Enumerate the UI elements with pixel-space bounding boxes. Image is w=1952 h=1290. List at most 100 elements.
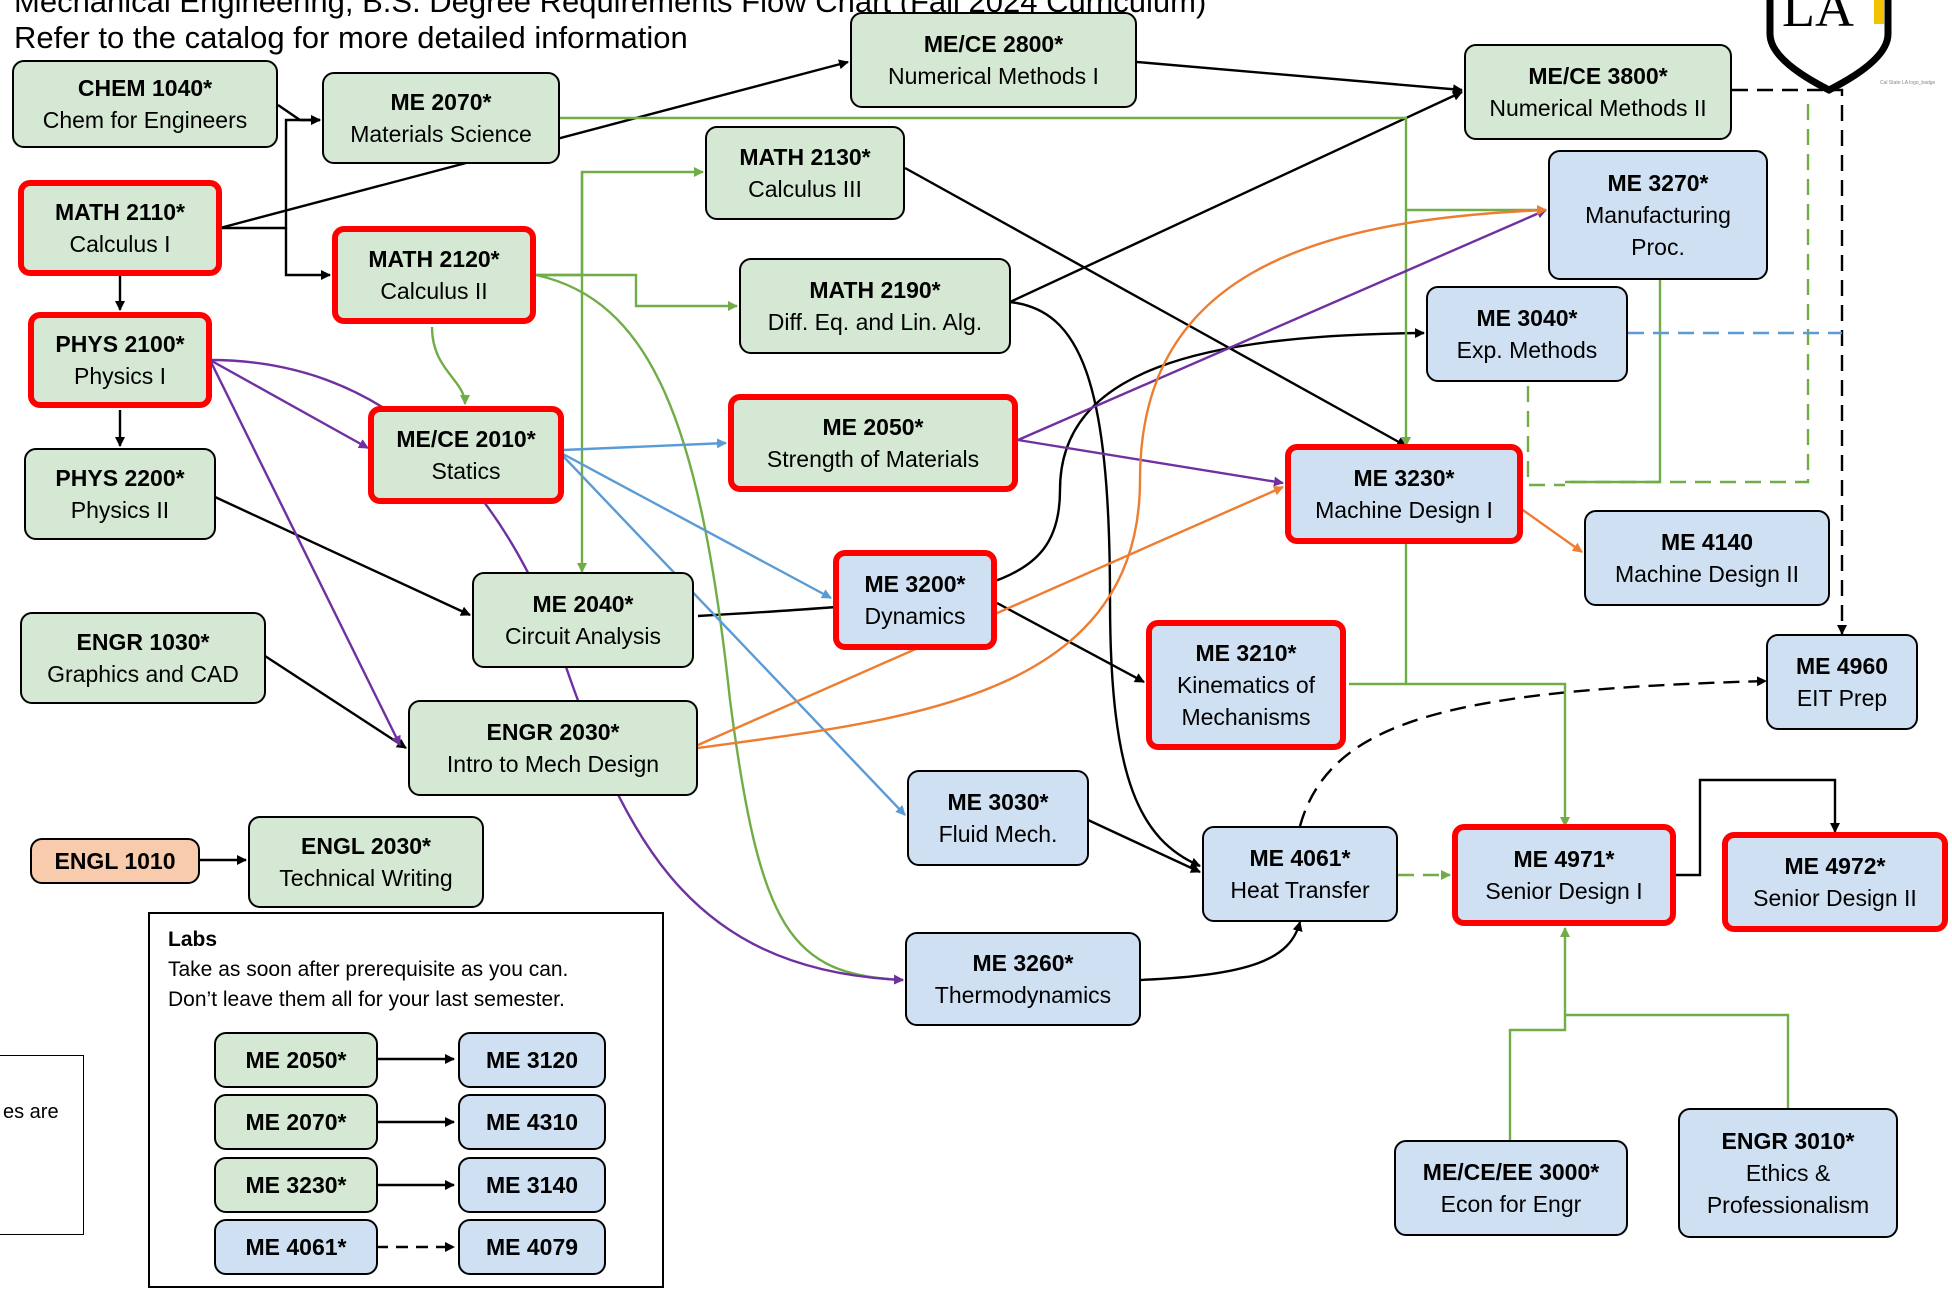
course-name: Diff. Eq. and Lin. Alg. xyxy=(767,309,983,335)
course-me3030[interactable]: ME 3030* Fluid Mech. xyxy=(907,770,1089,866)
lab-prereq-me2050[interactable]: ME 2050* xyxy=(214,1032,378,1088)
course-code: ME 2040* xyxy=(532,590,634,617)
labs-note-line2: Don’t leave them all for your last semes… xyxy=(168,988,565,1011)
course-code: ME 4310 xyxy=(485,1108,579,1135)
course-code: ENGR 1030* xyxy=(76,628,210,655)
course-code: CHEM 1040* xyxy=(77,74,213,101)
course-name: Chem for Engineers xyxy=(42,107,248,133)
course-phys2100[interactable]: PHYS 2100* Physics I xyxy=(28,312,212,408)
course-code: ME 3210* xyxy=(1195,639,1297,666)
course-code: ME/CE 3800* xyxy=(1528,62,1668,89)
arrow-math2190-mece3800 xyxy=(1009,90,1463,304)
course-code: ME 4971* xyxy=(1513,845,1615,872)
course-name: Exp. Methods xyxy=(1456,337,1598,363)
badge-caption: Cal State LA logo_badge xyxy=(1880,80,1936,86)
course-me3040[interactable]: ME 3040* Exp. Methods xyxy=(1426,286,1628,382)
arrow-mece2800-mece3800 xyxy=(1136,60,1463,95)
course-code: ME 3270* xyxy=(1607,169,1709,196)
course-me4061[interactable]: ME 4061* Heat Transfer xyxy=(1202,826,1398,922)
course-code: ENGL 1010 xyxy=(54,847,176,874)
course-me2040[interactable]: ME 2040* Circuit Analysis xyxy=(472,572,694,668)
arrow-green-econ-ethics-me4971 xyxy=(1508,927,1570,1140)
course-me4140[interactable]: ME 4140 Machine Design II xyxy=(1584,510,1830,606)
course-code: ME/CE/EE 3000* xyxy=(1422,1158,1600,1185)
course-name: Technical Writing xyxy=(279,865,453,891)
course-mece3800[interactable]: ME/CE 3800* Numerical Methods II xyxy=(1464,44,1732,140)
course-mece2010[interactable]: ME/CE 2010* Statics xyxy=(368,406,564,504)
course-phys2200[interactable]: PHYS 2200* Physics II xyxy=(24,448,216,540)
course-me3230[interactable]: ME 3230* Machine Design I xyxy=(1285,444,1523,544)
course-name: Statics xyxy=(431,458,501,484)
lab-prereq-me4061[interactable]: ME 4061* xyxy=(214,1219,378,1275)
course-name: Materials Science xyxy=(350,121,532,147)
course-math2130[interactable]: MATH 2130* Calculus III xyxy=(705,126,905,220)
course-me3200[interactable]: ME 3200* Dynamics xyxy=(833,550,997,650)
course-chem1040[interactable]: CHEM 1040* Chem for Engineers xyxy=(12,60,278,148)
course-code: ME 3140 xyxy=(485,1171,579,1198)
course-code: ME 3030* xyxy=(947,788,1049,815)
course-me2050[interactable]: ME 2050* Strength of Materials xyxy=(728,394,1018,492)
course-mece2800[interactable]: ME/CE 2800* Numerical Methods I xyxy=(850,12,1137,108)
course-engl2030[interactable]: ENGL 2030* Technical Writing xyxy=(248,816,484,908)
course-math2190[interactable]: MATH 2190* Diff. Eq. and Lin. Alg. xyxy=(739,258,1011,354)
course-name: Physics II xyxy=(70,497,170,523)
course-mecee3000[interactable]: ME/CE/EE 3000* Econ for Engr xyxy=(1394,1140,1628,1236)
arrow-green-math2120-me2040 xyxy=(536,167,704,277)
arrow-purple-me2050-me3230 xyxy=(1017,438,1284,487)
course-engr2030[interactable]: ENGR 2030* Intro to Mech Design xyxy=(408,700,698,796)
course-math2110[interactable]: MATH 2110* Calculus I xyxy=(18,180,222,276)
course-code: ENGL 2030* xyxy=(301,832,431,859)
course-me4971[interactable]: ME 4971* Senior Design I xyxy=(1452,824,1676,926)
arrow-blue-mece2010-me2050 xyxy=(562,438,727,452)
arrow-green-me3210-me4971 xyxy=(1349,682,1570,827)
course-name: Strength of Materials xyxy=(766,446,980,472)
course-code: ME 4140 xyxy=(1660,528,1754,555)
lab-prereq-me2070[interactable]: ME 2070* xyxy=(214,1094,378,1150)
course-name: Kinematics of Mechanisms xyxy=(1176,671,1316,731)
course-code: ME 2070* xyxy=(390,88,492,115)
course-code: ME 4972* xyxy=(1784,852,1886,879)
course-math2120[interactable]: MATH 2120* Calculus II xyxy=(332,226,536,324)
course-me3260[interactable]: ME 3260* Thermodynamics xyxy=(905,932,1141,1026)
arrow-orange-me3230-me4140 xyxy=(1519,507,1583,553)
lab-me4079[interactable]: ME 4079 xyxy=(458,1219,606,1275)
course-me3210[interactable]: ME 3210* Kinematics of Mechanisms xyxy=(1146,620,1346,750)
course-name: Calculus I xyxy=(69,231,171,257)
arrow-me3260-me4061 xyxy=(1139,921,1303,982)
course-me3270[interactable]: ME 3270* Manufacturing Proc. xyxy=(1548,150,1768,280)
arrow-green-me3040-me4971 xyxy=(1526,386,1565,487)
course-me4972[interactable]: ME 4972* Senior Design II xyxy=(1722,832,1948,932)
arrow-me4061-me4960 xyxy=(1298,676,1767,827)
course-engr1030[interactable]: ENGR 1030* Graphics and CAD xyxy=(20,612,266,704)
course-code: ME 4079 xyxy=(485,1233,579,1260)
arrow-engr1030-engr2030 xyxy=(264,654,407,750)
course-name: Heat Transfer xyxy=(1230,877,1370,903)
course-code: ME 2050* xyxy=(245,1046,347,1073)
course-me4960[interactable]: ME 4960 EIT Prep xyxy=(1766,634,1918,730)
course-code: PHYS 2100* xyxy=(55,330,185,357)
lab-me4310[interactable]: ME 4310 xyxy=(458,1094,606,1150)
course-me2070[interactable]: ME 2070* Materials Science xyxy=(322,72,560,164)
arrow-me3200-me3210 xyxy=(996,601,1145,684)
course-code: PHYS 2200* xyxy=(55,464,185,491)
course-name: Dynamics xyxy=(864,603,966,629)
arrow-green-ethics-me4971 xyxy=(1565,1013,1790,1108)
course-name: Fluid Mech. xyxy=(938,821,1058,847)
arrow-green-math2120-math2190 xyxy=(536,273,738,311)
arrow-chem1040-me2070 xyxy=(277,104,321,125)
legend-box: es are xyxy=(0,1055,84,1235)
lab-me3140[interactable]: ME 3140 xyxy=(458,1157,606,1213)
course-engr3010[interactable]: ENGR 3010* Ethics & Professionalism xyxy=(1678,1108,1898,1238)
course-code: MATH 2190* xyxy=(809,276,941,303)
course-code: ME 3200* xyxy=(864,570,966,597)
course-code: ME 3230* xyxy=(245,1171,347,1198)
labs-title: Labs xyxy=(168,928,218,951)
lab-me3120[interactable]: ME 3120 xyxy=(458,1032,606,1088)
lab-prereq-me3230[interactable]: ME 3230* xyxy=(214,1157,378,1213)
course-code: ENGR 3010* xyxy=(1721,1127,1855,1154)
course-name: Manufacturing Proc. xyxy=(1585,201,1731,261)
chart-subtitle: Refer to the catalog for more detailed i… xyxy=(14,20,688,55)
course-name: Graphics and CAD xyxy=(47,661,239,687)
course-name: Senior Design I xyxy=(1485,878,1643,904)
course-engl1010[interactable]: ENGL 1010 xyxy=(30,838,200,884)
